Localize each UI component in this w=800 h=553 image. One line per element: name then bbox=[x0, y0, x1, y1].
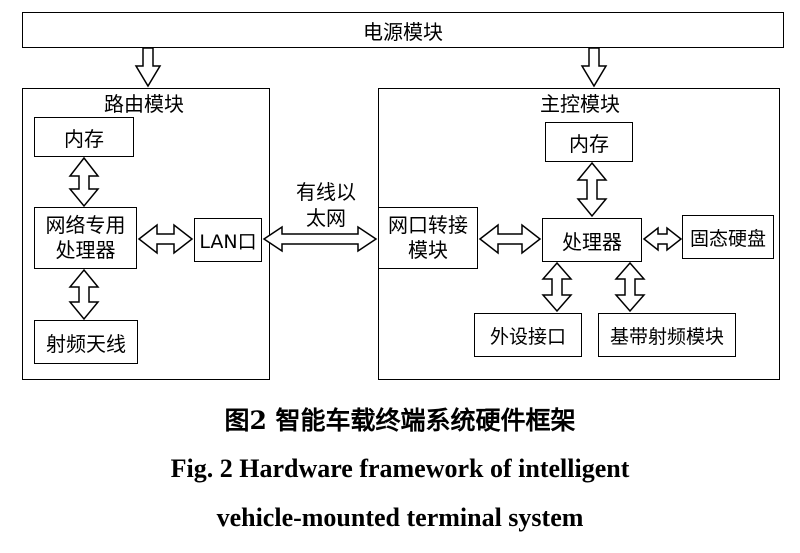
baseband-rf-module-label: 基带射频模块 bbox=[609, 325, 724, 348]
power-to-router-arrow bbox=[134, 47, 162, 88]
main-processor-box: 处理器 bbox=[542, 218, 642, 262]
power-to-main-arrow bbox=[580, 47, 608, 88]
ethernet-link-arrow bbox=[262, 225, 378, 253]
power-module-box: 电源模块 bbox=[22, 12, 784, 48]
port-converter-label-2: 模块 bbox=[408, 238, 448, 262]
main-memory-box: 内存 bbox=[545, 122, 633, 162]
port-converter-box: 网口转接 模块 bbox=[378, 207, 478, 269]
rf-antenna-box: 射频天线 bbox=[34, 320, 138, 364]
processor-peripheral-arrow bbox=[541, 261, 573, 313]
ssd-label: 固态硬盘 bbox=[689, 227, 766, 250]
lan-port-box: LAN口 bbox=[194, 218, 262, 262]
baseband-rf-module-box: 基带射频模块 bbox=[598, 313, 736, 357]
power-module-label: 电源模块 bbox=[363, 19, 443, 44]
main-processor-label: 处理器 bbox=[562, 229, 622, 254]
router-memory-processor-arrow bbox=[68, 156, 100, 208]
processor-lan-arrow bbox=[137, 223, 194, 255]
rf-antenna-label: 射频天线 bbox=[46, 331, 126, 356]
converter-processor-arrow bbox=[478, 223, 542, 255]
caption-chinese: 图2 智能车载终端系统硬件框架 bbox=[224, 406, 576, 435]
caption-english-line-2: vehicle-mounted terminal system bbox=[216, 503, 584, 532]
lan-port-label: LAN口 bbox=[199, 230, 257, 253]
network-processor-label-2: 处理器 bbox=[55, 238, 116, 262]
peripheral-interface-box: 外设接口 bbox=[474, 313, 582, 357]
network-processor-label-1: 网络专用 bbox=[45, 213, 126, 237]
main-memory-label: 内存 bbox=[569, 131, 609, 156]
caption-english-line-1: Fig. 2 Hardware framework of intelligent bbox=[170, 454, 630, 483]
router-memory-box: 内存 bbox=[34, 117, 134, 157]
network-processor-box: 网络专用 处理器 bbox=[34, 207, 137, 269]
processor-baseband-arrow bbox=[614, 261, 646, 313]
ethernet-link-label-1: 有线以 bbox=[296, 180, 356, 204]
port-converter-label-1: 网口转接 bbox=[388, 213, 468, 237]
ssd-box: 固态硬盘 bbox=[682, 215, 774, 259]
router-module-title: 路由模块 bbox=[104, 92, 184, 116]
ethernet-link-label-2: 太网 bbox=[306, 206, 346, 230]
peripheral-interface-label: 外设接口 bbox=[489, 325, 566, 348]
main-control-module-title: 主控模块 bbox=[540, 92, 620, 116]
processor-ssd-arrow bbox=[642, 226, 683, 252]
processor-rf-antenna-arrow bbox=[68, 268, 100, 321]
router-memory-label: 内存 bbox=[64, 126, 104, 151]
main-memory-processor-arrow bbox=[576, 161, 608, 218]
